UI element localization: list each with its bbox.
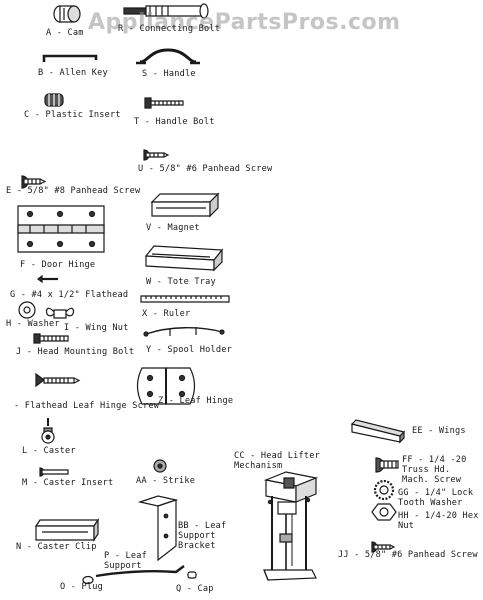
panhead-screw-jj-drawing: [372, 542, 394, 552]
label-cc-head-lifter: CC - Head Lifter Mechanism: [234, 451, 320, 471]
tote-tray-drawing: [146, 246, 222, 270]
label-aa-strike: AA - Strike: [136, 476, 196, 486]
lock-tooth-washer-drawing: [375, 481, 393, 499]
allen-key-drawing: [44, 56, 96, 62]
spool-holder-drawing: [144, 327, 224, 336]
plug-drawing: [83, 577, 93, 584]
label-k-leaf-hinge-screw: - Flathead Leaf Hinge Screw: [14, 401, 160, 411]
handle-bolt-drawing: [145, 98, 183, 108]
label-o-plug: O - Plug: [60, 582, 103, 592]
watermark: AppliancePartsPros.com: [88, 10, 401, 35]
label-u-panhead-screw: U - 5/8" #6 Panhead Screw: [138, 164, 273, 174]
label-hh-hex-nut: HH - 1/4-20 Hex Nut: [398, 511, 479, 531]
label-i-wing-nut: I - Wing Nut: [64, 323, 129, 333]
truss-screw-drawing: [376, 458, 398, 472]
caster-insert-drawing: [40, 468, 68, 476]
caster-drawing: [42, 418, 54, 443]
label-a-cam: A - Cam: [46, 28, 84, 38]
label-g-flathead: G - #4 x 1/2" Flathead: [10, 290, 129, 300]
head-lifter-mechanism-drawing: [264, 472, 316, 580]
connecting-bolt-drawing: [124, 4, 208, 18]
hex-nut-drawing: [372, 504, 396, 520]
label-t-handle-bolt: T - Handle Bolt: [134, 117, 215, 127]
label-s-handle: S - Handle: [142, 69, 196, 79]
label-jj-panhead-screw: JJ - 5/8" #6 Panhead Screw: [338, 550, 478, 560]
label-w-tote-tray: W - Tote Tray: [146, 277, 216, 287]
label-ff-truss-screw: FF - 1/4 -20 Truss Hd. Mach. Screw: [402, 455, 467, 485]
label-ee-wings: EE - Wings: [412, 426, 466, 436]
label-bb-leaf-support-bracket: BB - Leaf Support Bracket: [178, 521, 227, 551]
ruler-drawing: [141, 296, 229, 302]
label-z-leaf-hinge: Z - Leaf Hinge: [158, 396, 234, 406]
label-j-head-mounting-bolt: J - Head Mounting Bolt: [16, 347, 135, 357]
magnet-drawing: [152, 194, 218, 216]
label-q-cap: Q - Cap: [176, 584, 214, 594]
wing-nut-drawing: [47, 308, 74, 318]
leaf-hinge-drawing: [138, 368, 195, 404]
caster-clip-drawing: [36, 520, 98, 540]
label-e-panhead-screw: E - 5/8" #8 Panhead Screw: [6, 186, 141, 196]
label-m-caster-insert: M - Caster Insert: [22, 478, 114, 488]
cap-drawing: [188, 572, 196, 578]
label-l-caster: L - Caster: [22, 446, 76, 456]
leaf-support-bracket-drawing: [140, 496, 176, 560]
label-p-leaf-support: P - Leaf Support: [104, 551, 147, 571]
label-y-spool-holder: Y - Spool Holder: [146, 345, 232, 355]
washer-drawing: [19, 302, 35, 318]
head-mounting-bolt-drawing: [34, 334, 68, 343]
label-v-magnet: V - Magnet: [146, 223, 200, 233]
label-f-door-hinge: F - Door Hinge: [20, 260, 96, 270]
strike-drawing: [154, 460, 166, 472]
door-hinge-drawing: [18, 206, 104, 252]
handle-drawing: [136, 50, 200, 63]
label-c-plastic-insert: C - Plastic Insert: [24, 110, 121, 120]
leaf-support-drawing: [96, 566, 184, 576]
panhead-screw-e-drawing: [22, 176, 45, 188]
label-gg-lock-washer: GG - 1/4" Lock Tooth Washer: [398, 488, 474, 508]
panhead-screw-u-drawing: [144, 150, 168, 160]
flathead-screw-g-drawing: [38, 276, 58, 282]
label-b-allen-key: B - Allen Key: [38, 68, 108, 78]
label-n-caster-clip: N - Caster Clip: [16, 542, 97, 552]
leaf-hinge-screw-drawing: [36, 374, 79, 386]
label-x-ruler: X - Ruler: [142, 309, 191, 319]
label-r-connecting-bolt: R - Connecting Bolt: [118, 24, 221, 34]
plastic-insert-drawing: [45, 94, 63, 106]
wings-drawing: [352, 420, 404, 442]
cam-drawing: [54, 6, 80, 22]
label-h-washer: H - Washer: [6, 319, 60, 329]
